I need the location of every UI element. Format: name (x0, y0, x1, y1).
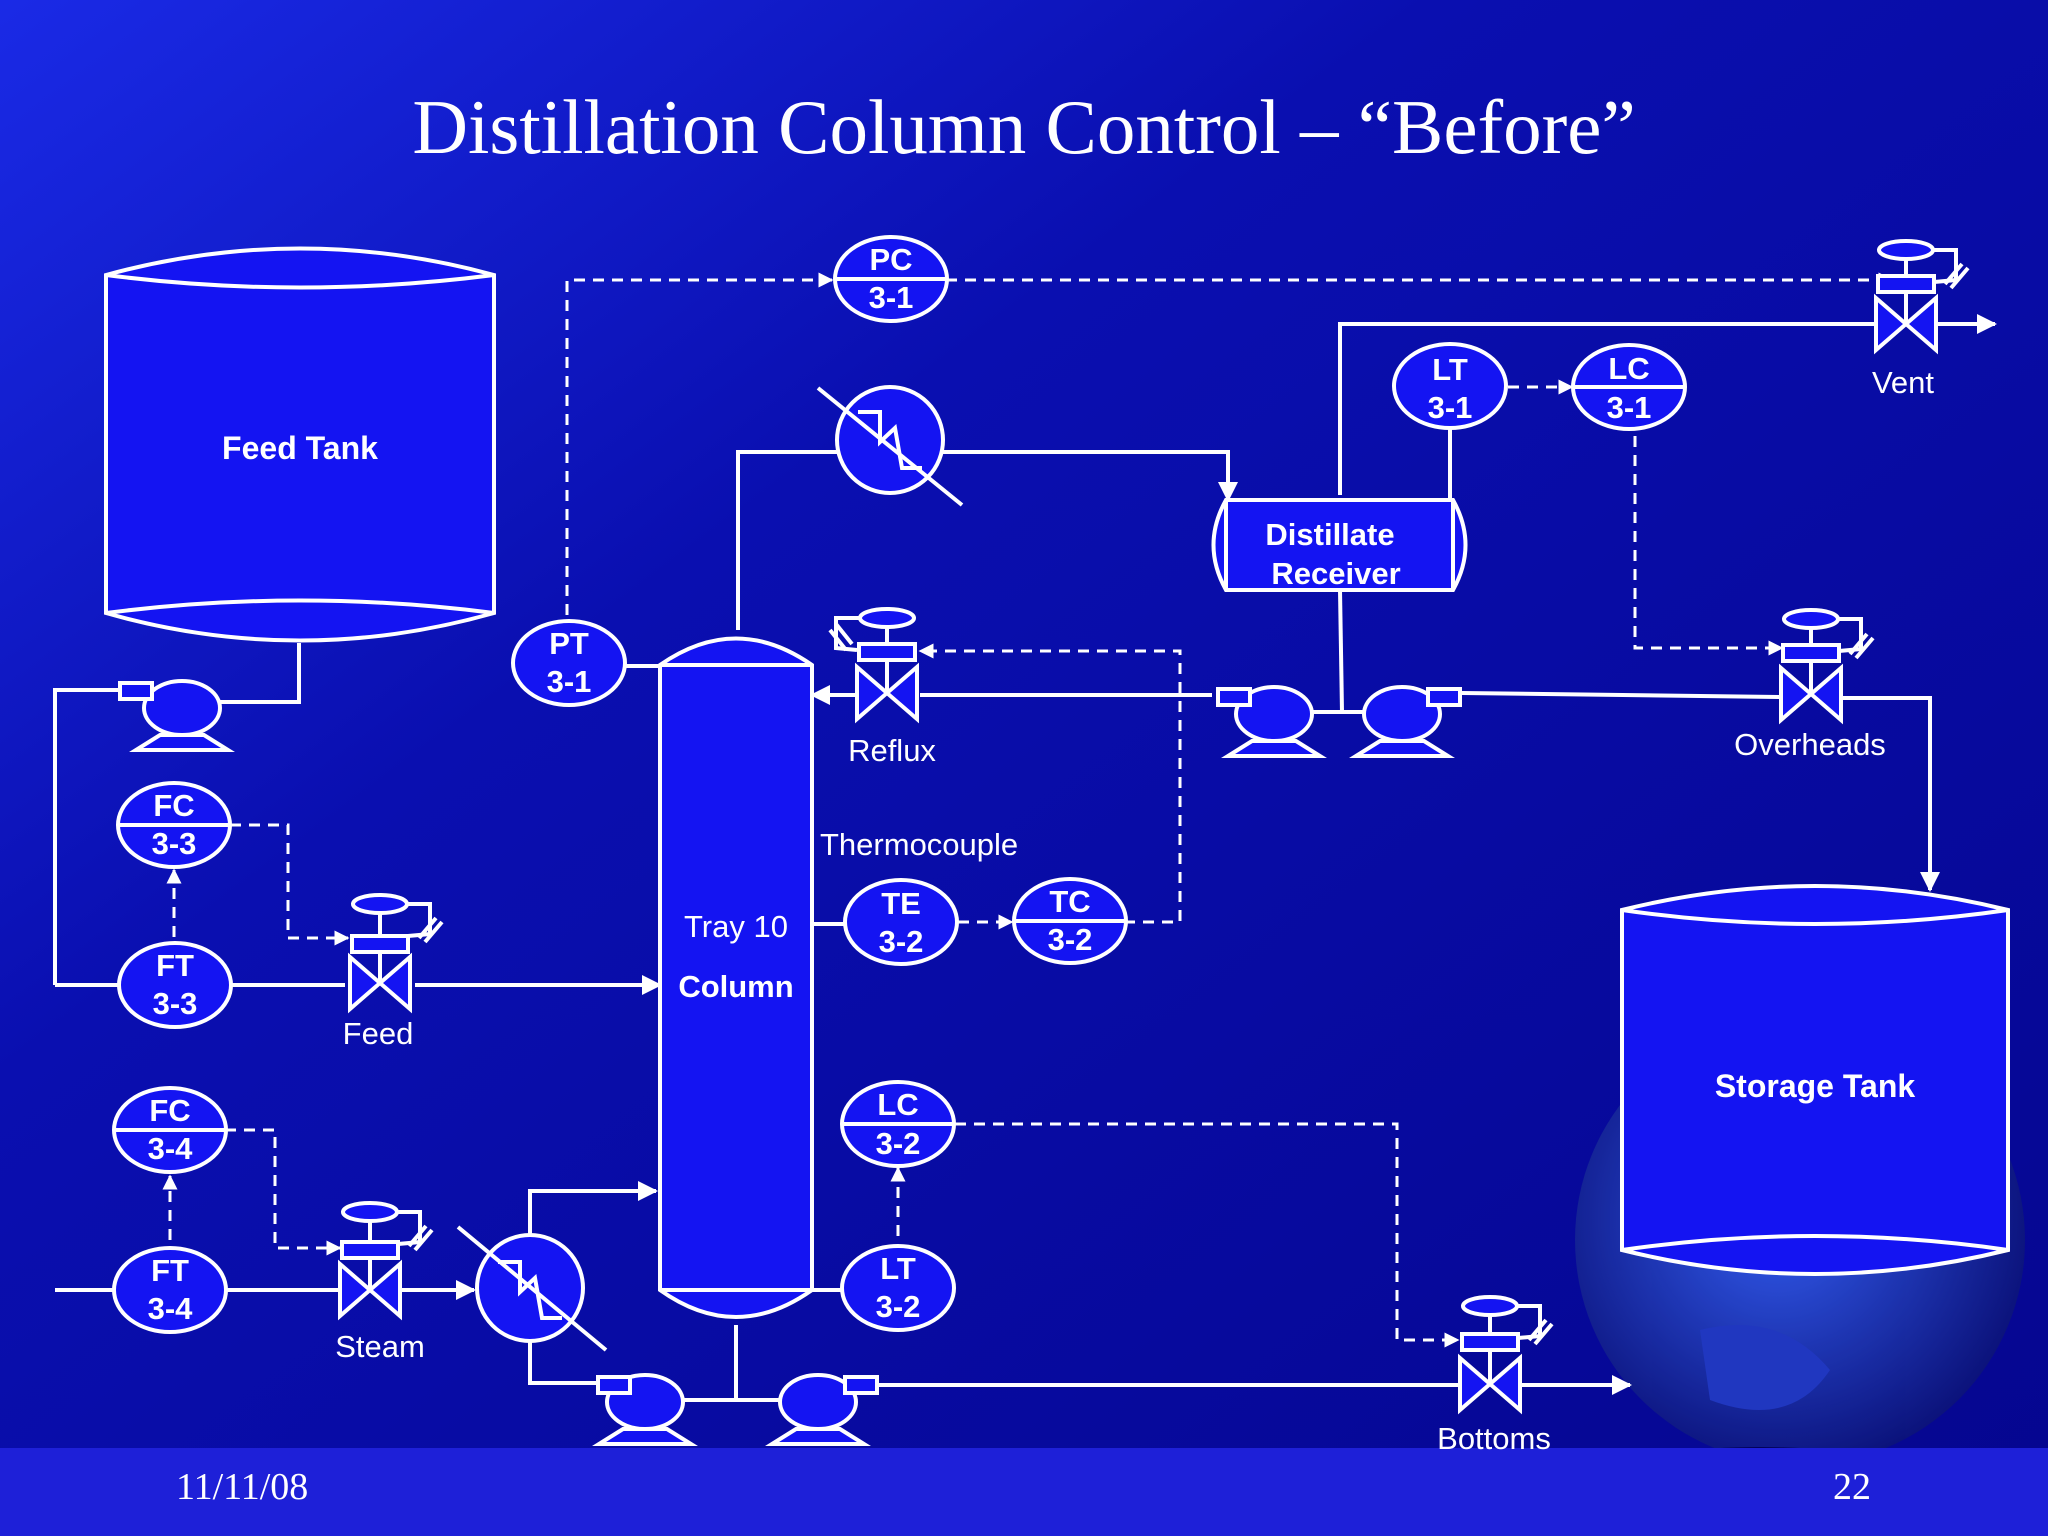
vent-valve[interactable]: Vent (1872, 239, 1970, 400)
lt-3-2-tag: LT (880, 1251, 916, 1286)
lc-3-2-num: 3-2 (876, 1126, 921, 1161)
fc-3-3-controller[interactable]: FC 3-3 (116, 781, 232, 869)
thermocouple-label: Thermocouple (820, 827, 1018, 862)
footer-band (0, 1448, 2048, 1536)
process-lines (53, 314, 1997, 1402)
te-3-2-num: 3-2 (879, 924, 924, 959)
pt-3-1-tag: PT (549, 626, 589, 661)
lt-3-1-num: 3-1 (1428, 390, 1473, 425)
overheads-pump (1349, 685, 1462, 758)
condenser (816, 385, 964, 507)
tc-3-2-num: 3-2 (1048, 922, 1093, 957)
ft-3-4-tag: FT (151, 1253, 189, 1288)
storage-tank-label: Storage Tank (1715, 1068, 1916, 1104)
column-tray-label: Tray 10 (684, 909, 788, 944)
te-3-2-tag: TE (881, 886, 921, 921)
overheads-valve[interactable]: Overheads (1734, 608, 1886, 762)
fc-3-4-controller[interactable]: FC 3-4 (112, 1086, 228, 1174)
reflux-valve[interactable]: Reflux (828, 607, 936, 768)
te-3-2-element[interactable]: TE 3-2 (843, 878, 959, 966)
slide-title: Distillation Column Control – “Before” (412, 84, 1635, 170)
distillation-column: Tray 10 Column (658, 636, 814, 1319)
feed-tank-label: Feed Tank (222, 430, 378, 466)
ft-3-4-num: 3-4 (148, 1291, 194, 1326)
receiver-label-2: Receiver (1271, 556, 1400, 591)
tc-3-2-tag: TC (1049, 884, 1090, 919)
pc-3-1-tag: PC (869, 242, 912, 277)
reflux-label: Reflux (848, 733, 936, 768)
steam-label: Steam (335, 1329, 425, 1364)
overheads-label: Overheads (1734, 727, 1886, 762)
bottoms-pump-1 (592, 1373, 698, 1446)
vent-label: Vent (1872, 365, 1934, 400)
lt-3-2-num: 3-2 (876, 1289, 921, 1324)
column-label: Column (678, 969, 793, 1004)
feed-tank: Feed Tank (104, 246, 496, 643)
lt-3-2-transmitter[interactable]: LT 3-2 (840, 1244, 956, 1332)
lc-3-2-controller[interactable]: LC 3-2 (840, 1080, 956, 1168)
bottoms-label: Bottoms (1437, 1421, 1551, 1456)
pt-3-1-transmitter[interactable]: PT 3-1 (511, 619, 627, 707)
bottoms-pump-2 (765, 1373, 879, 1446)
tc-3-2-controller[interactable]: TC 3-2 (1012, 877, 1128, 965)
lc-3-1-tag: LC (1608, 351, 1649, 386)
lt-3-1-tag: LT (1432, 352, 1468, 387)
feed-label: Feed (343, 1016, 414, 1051)
ft-3-3-num: 3-3 (153, 986, 198, 1021)
pc-3-1-num: 3-1 (869, 280, 914, 315)
storage-tank: Storage Tank (1620, 884, 2010, 1276)
ft-3-4-transmitter[interactable]: FT 3-4 (112, 1246, 228, 1334)
steam-valve[interactable]: Steam (335, 1201, 434, 1364)
fc-3-3-num: 3-3 (152, 826, 197, 861)
pt-3-1-num: 3-1 (547, 664, 592, 699)
feed-valve[interactable]: Feed (343, 893, 444, 1051)
ft-3-3-transmitter[interactable]: FT 3-3 (117, 941, 233, 1029)
fc-3-4-num: 3-4 (148, 1131, 194, 1166)
pc-3-1-controller[interactable]: PC 3-1 (833, 235, 949, 323)
distillate-receiver: Distillate Receiver (1211, 498, 1468, 592)
receiver-label-1: Distillate (1265, 517, 1394, 552)
lt-3-1-transmitter[interactable]: LT 3-1 (1392, 342, 1508, 430)
reflux-pump-1 (1216, 685, 1327, 758)
reboiler (456, 1225, 608, 1352)
fc-3-3-tag: FC (153, 788, 194, 823)
lc-3-1-num: 3-1 (1607, 390, 1652, 425)
footer-page-number: 22 (1833, 1466, 1871, 1508)
bottoms-valve[interactable]: Bottoms (1437, 1295, 1554, 1456)
feed-pump (118, 679, 235, 752)
signal-lines (162, 272, 1894, 1348)
ft-3-3-tag: FT (156, 948, 194, 983)
lc-3-1-controller[interactable]: LC 3-1 (1571, 343, 1687, 431)
fc-3-4-tag: FC (149, 1093, 190, 1128)
lc-3-2-tag: LC (877, 1087, 918, 1122)
footer-date: 11/11/08 (176, 1466, 308, 1508)
